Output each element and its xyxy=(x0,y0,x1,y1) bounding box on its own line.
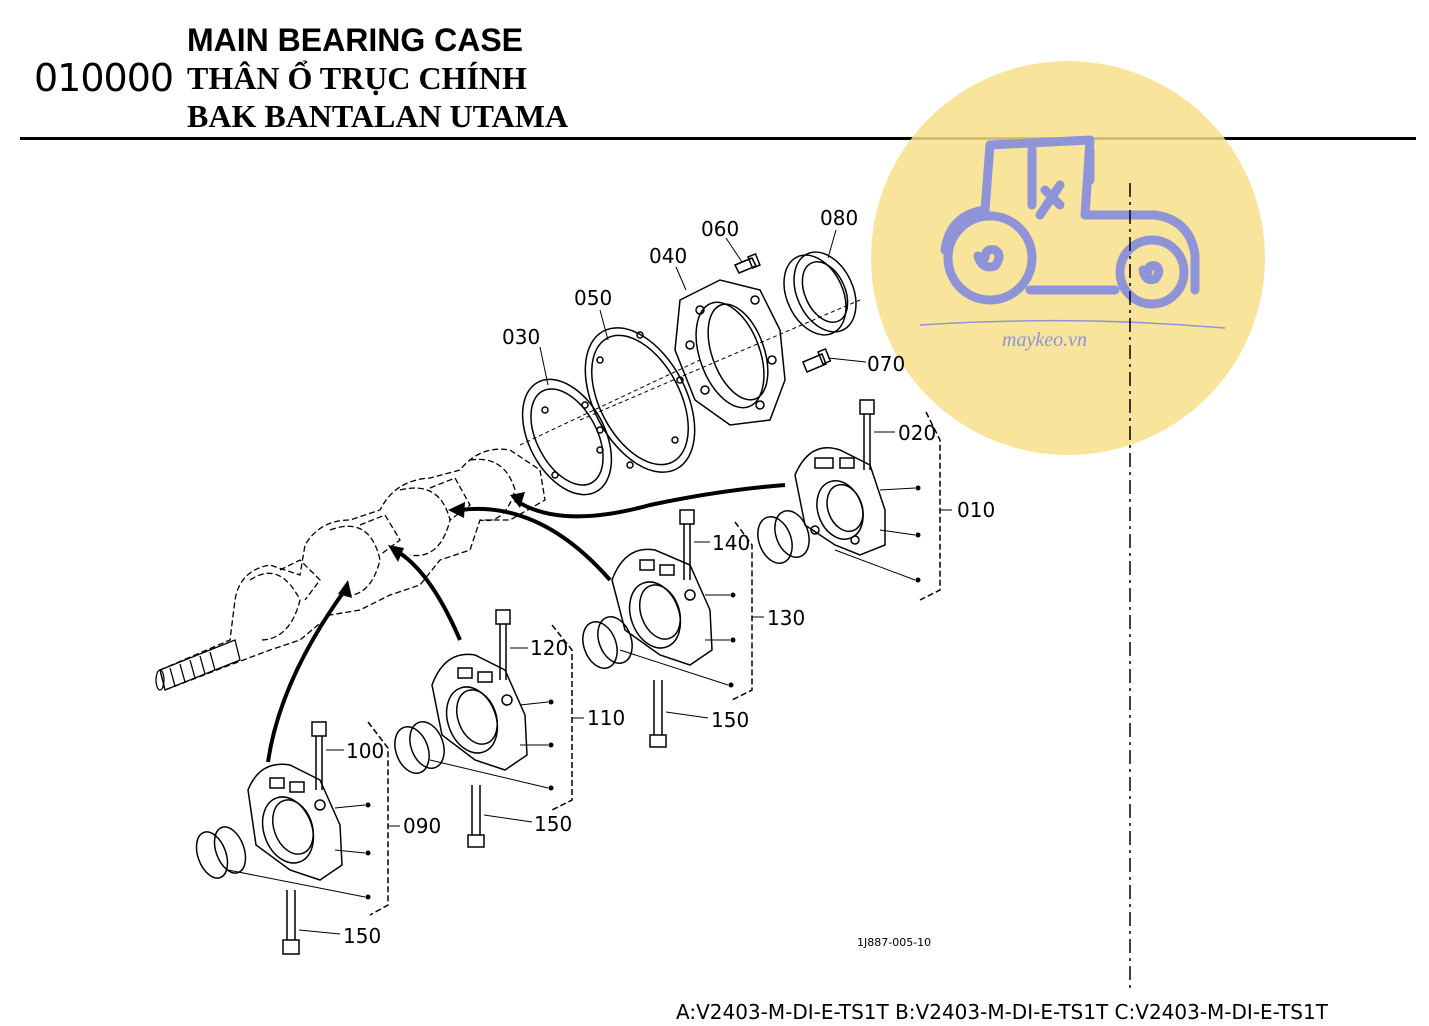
watermark-underline xyxy=(919,319,1226,329)
label-050: 050 xyxy=(574,286,612,310)
oil-seal-080 xyxy=(783,251,857,336)
bearing-case-110 xyxy=(431,653,528,771)
bolt-150-b xyxy=(467,785,485,848)
label-040: 040 xyxy=(649,244,687,268)
model-applicability-footer: A:V2403-M-DI-E-TS1T B:V2403-M-DI-E-TS1T … xyxy=(676,1000,1328,1024)
section-code: 010000 xyxy=(34,56,174,100)
crankshaft-shaft-end xyxy=(155,639,241,691)
assembly-arrows xyxy=(266,483,786,763)
title-indonesian: BAK BANTALAN UTAMA xyxy=(187,98,569,134)
bolt-120 xyxy=(495,609,511,680)
label-090: 090 xyxy=(403,814,441,838)
crankshaft-outline xyxy=(159,448,546,691)
watermark-text: maykeo.vn xyxy=(1002,329,1087,351)
title-english: MAIN BEARING CASE xyxy=(187,22,524,58)
gasket-030 xyxy=(521,378,613,496)
bracket-010 xyxy=(919,411,941,601)
bearing-case-010 xyxy=(794,447,886,556)
bolt-150-c xyxy=(649,680,667,748)
bolt-070 xyxy=(802,347,832,373)
label-080: 080 xyxy=(820,206,858,230)
label-150-b: 150 xyxy=(534,812,572,836)
label-060: 060 xyxy=(701,217,739,241)
drawing-code: 1J887-005-10 xyxy=(857,936,931,949)
label-150-c: 150 xyxy=(711,708,749,732)
bolt-060 xyxy=(733,252,761,274)
bolt-100 xyxy=(311,721,327,790)
tractor-icon xyxy=(940,135,1200,309)
leader-lines-top xyxy=(519,229,867,446)
label-010: 010 xyxy=(957,498,995,522)
bearing-shell-090 xyxy=(195,826,247,879)
label-140: 140 xyxy=(712,531,750,555)
bolt-020 xyxy=(859,399,875,470)
header-rule xyxy=(20,137,1416,140)
label-030: 030 xyxy=(502,325,540,349)
label-130: 130 xyxy=(767,606,805,630)
label-120: 120 xyxy=(530,636,568,660)
bolt-140 xyxy=(679,509,695,580)
arrow-heads xyxy=(338,492,525,598)
bearing-case-130 xyxy=(611,548,713,666)
bracket-110 xyxy=(551,624,573,811)
bearing-case-090 xyxy=(247,763,343,881)
label-110: 110 xyxy=(587,706,625,730)
label-070: 070 xyxy=(867,352,905,376)
label-150-a: 150 xyxy=(343,924,381,948)
gasket-050 xyxy=(584,327,696,473)
bracket-leaders xyxy=(227,431,952,935)
bearing-shell-010 xyxy=(757,510,810,564)
bracket-dots xyxy=(365,485,921,900)
label-020: 020 xyxy=(898,421,936,445)
title-vietnamese: THÂN Ổ TRỤC CHÍNH xyxy=(187,60,527,96)
bearing-shell-110 xyxy=(394,721,445,774)
bearing-shell-130 xyxy=(582,616,633,669)
bolt-150-a xyxy=(282,890,300,955)
watermark-logo: maykeo.vn xyxy=(871,61,1265,455)
label-100: 100 xyxy=(346,739,384,763)
